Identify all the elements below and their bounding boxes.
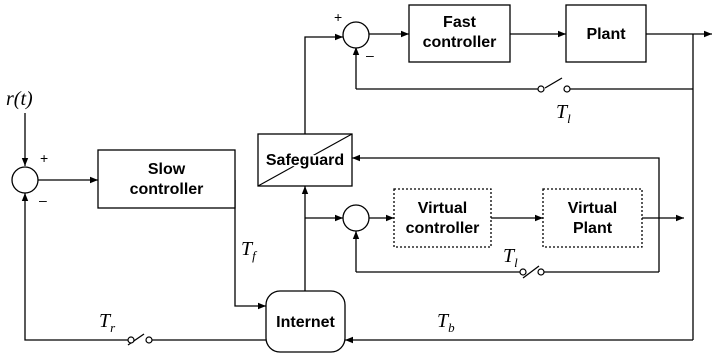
virtual-controller-label-line2: controller — [406, 220, 480, 237]
switch-virtual-contact-left — [519, 268, 527, 276]
virtual-plant-label-line1: Virtual — [568, 200, 618, 217]
tb-label: Tb — [437, 310, 455, 335]
slow-controller-to-internet-line — [234, 180, 266, 310]
switch-top-blade — [544, 77, 563, 89]
internet-label: Internet — [276, 314, 335, 331]
tl-virtual-label: Tl — [503, 245, 518, 270]
virtual-to-safeguard-line — [352, 154, 660, 218]
internet-block — [265, 290, 346, 353]
switch-tr-contact-left — [127, 336, 135, 344]
fast-sum-plus-sign: + — [334, 9, 342, 25]
fast-sum-minus-sign: – — [366, 47, 374, 63]
virtual-plant-label-line2: Plant — [573, 220, 613, 237]
fast-summing-junction — [342, 21, 370, 49]
virtual-controller-block — [393, 188, 492, 248]
tr-to-slow-sum-line — [21, 193, 128, 341]
fast-controller-label-line1: Fast — [443, 14, 477, 31]
tr-label: Tr — [99, 310, 116, 335]
reference-signal-label: r(t) — [6, 88, 33, 110]
slow-controller-label-line2: controller — [130, 181, 204, 198]
switch-virtual-contact-right — [537, 268, 545, 276]
virtual-controller-label-line1: Virtual — [418, 200, 468, 217]
virtual-summing-junction — [342, 204, 370, 232]
plant-label: Plant — [586, 26, 626, 43]
virtual-plant-block — [542, 188, 643, 248]
safeguard-diagonal — [257, 133, 353, 187]
tf-label: Tf — [241, 238, 258, 263]
safeguard-label: Safeguard — [266, 152, 344, 169]
switch-top-contact-left — [537, 85, 545, 93]
slow-controller-label-line1: Slow — [148, 161, 186, 178]
slow-sum-plus-sign: + — [40, 150, 48, 166]
slow-summing-junction — [11, 166, 39, 194]
switch-top-contact-right — [563, 85, 571, 93]
fast-controller-label-line2: controller — [423, 34, 497, 51]
plant-block — [565, 4, 647, 63]
switch-virtual-blade — [522, 265, 540, 279]
safeguard-to-fast-sum-line — [304, 33, 343, 134]
slow-sum-minus-sign: – — [39, 192, 47, 208]
slow-controller-block — [97, 149, 236, 209]
fast-controller-block — [408, 4, 511, 63]
tl-top-label: Tl — [556, 101, 571, 126]
switch-tr-contact-right — [145, 336, 153, 344]
